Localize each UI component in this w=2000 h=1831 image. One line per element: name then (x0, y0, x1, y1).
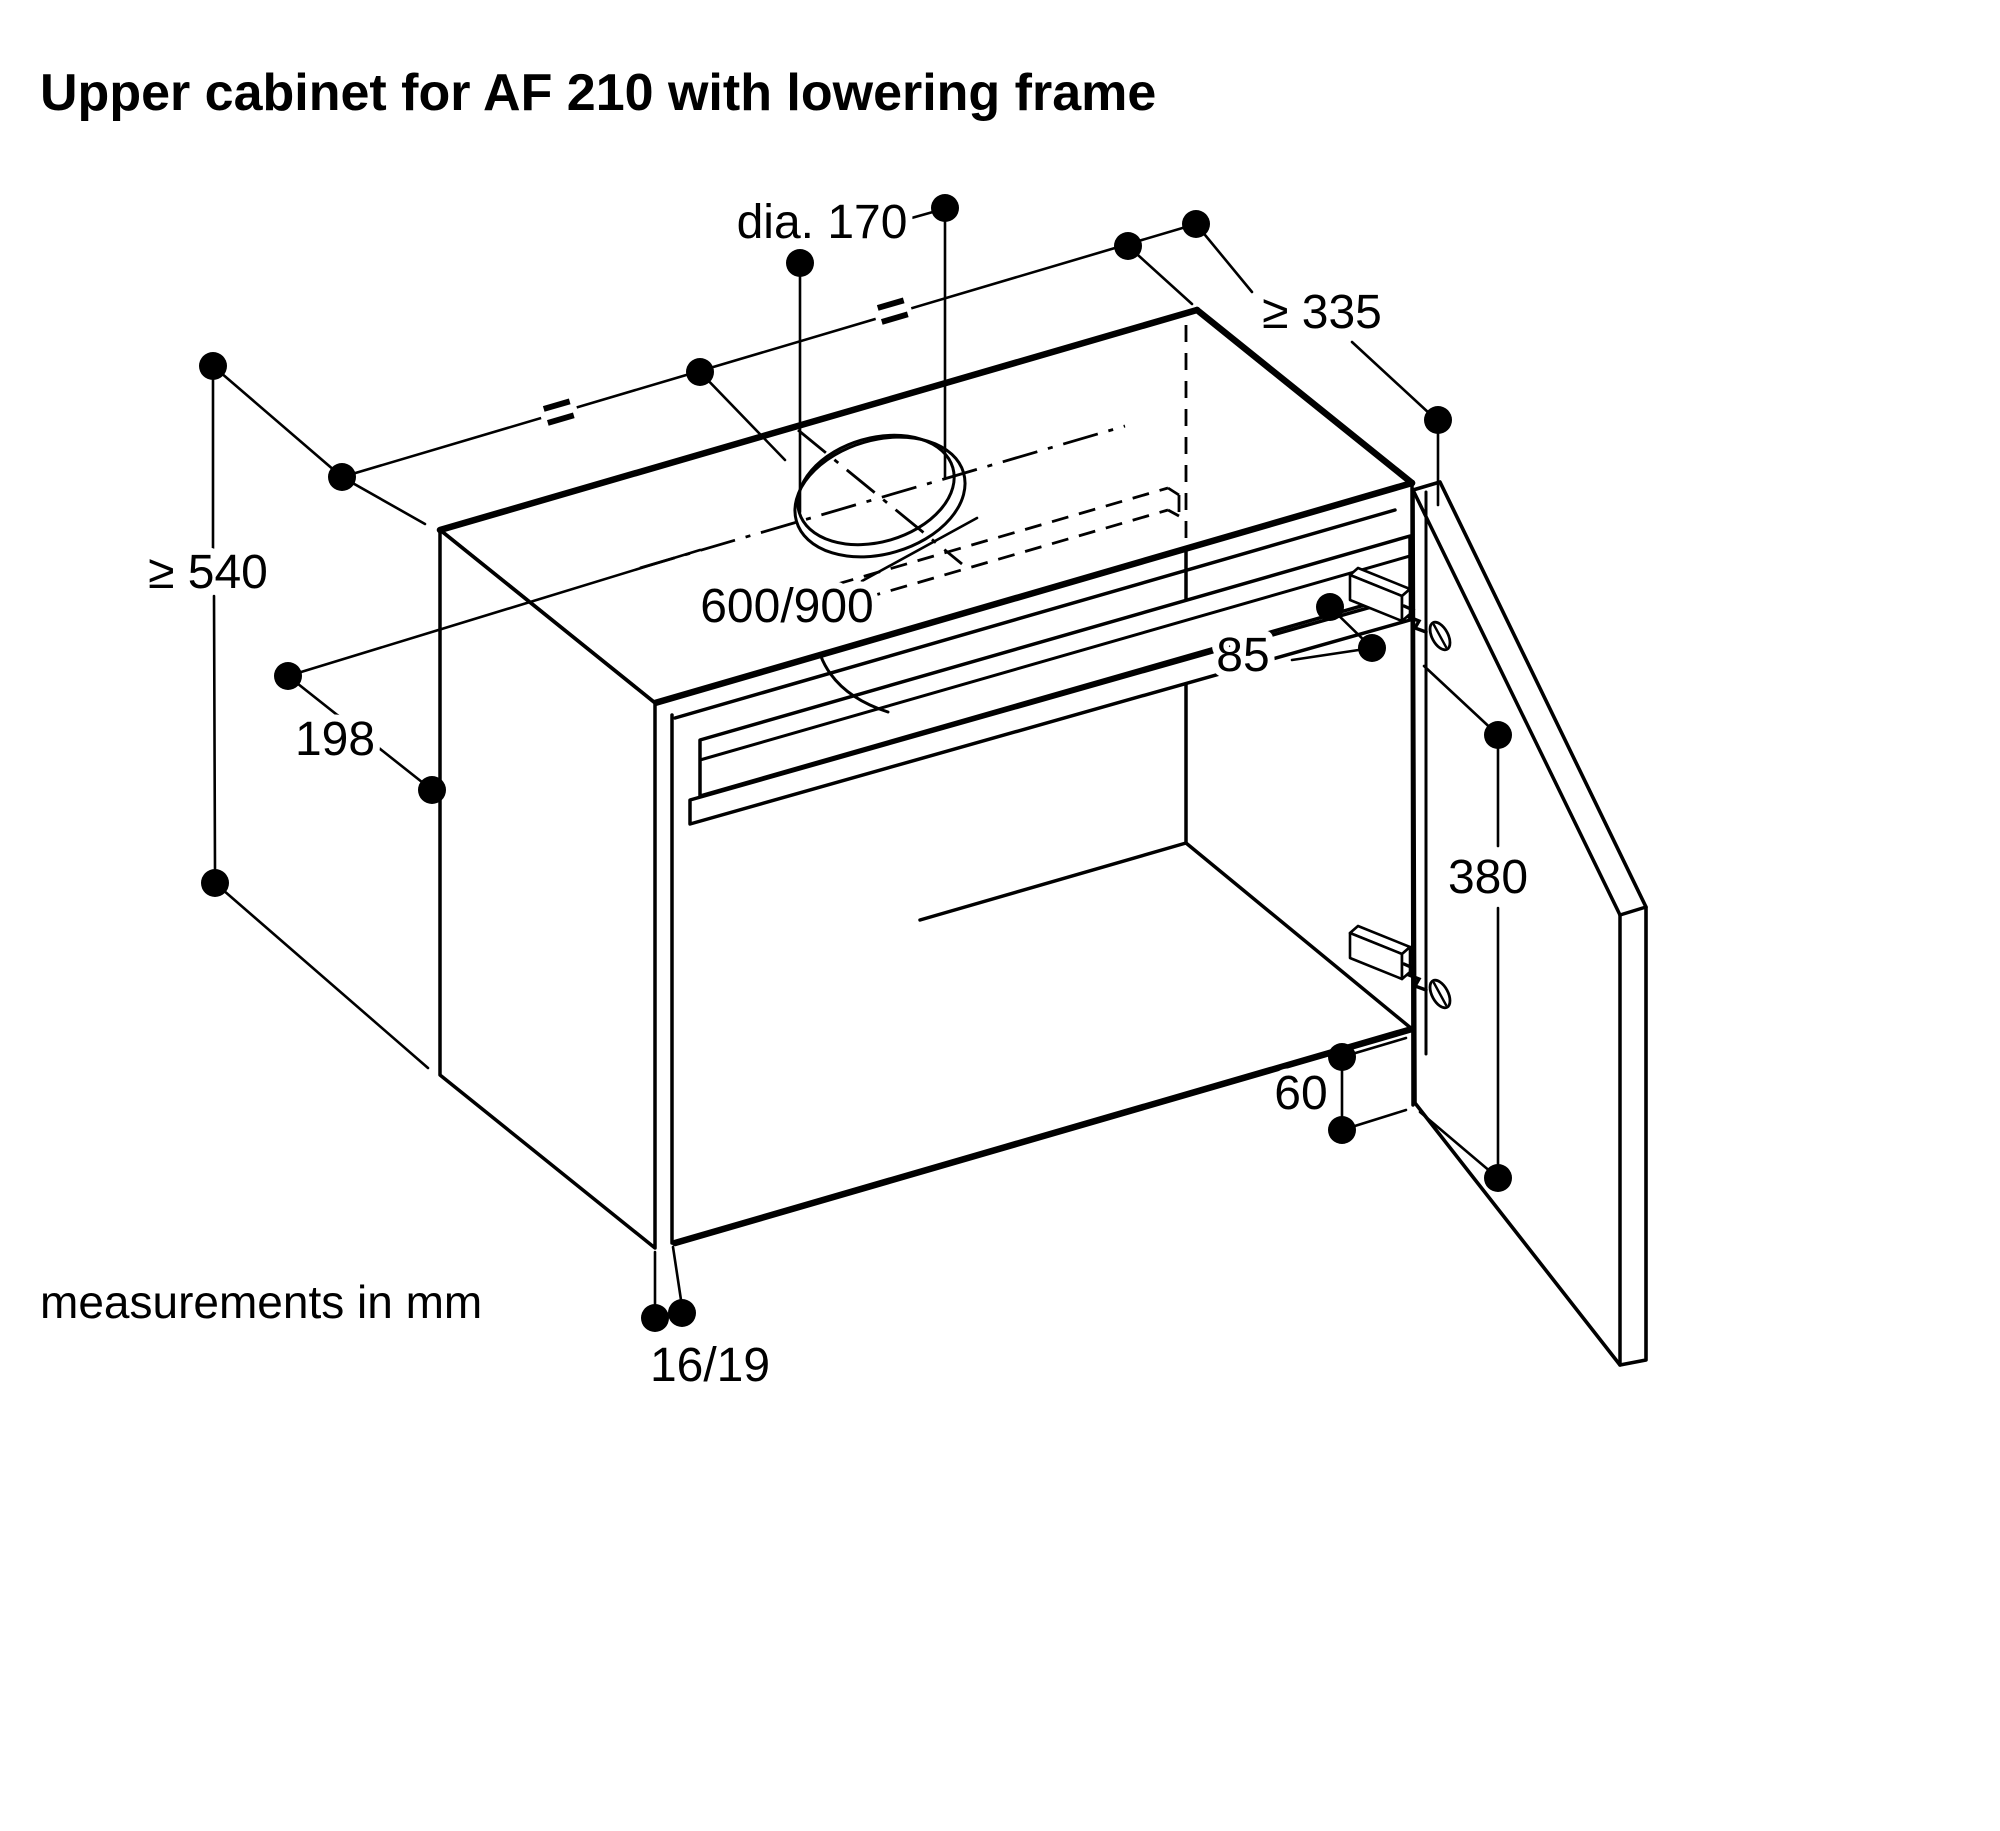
dimension-dot (274, 662, 302, 690)
label-hole-diameter: dia. 170 (737, 196, 908, 249)
upper-screw-slot (1432, 623, 1448, 649)
dimension-dot (418, 776, 446, 804)
label-panel-thickness: 16/19 (650, 1339, 770, 1392)
frame-rail-upper-arris (698, 554, 1412, 762)
lower-hinge-screw (1402, 962, 1428, 992)
dimension-dot (1328, 1043, 1356, 1071)
dim-hole-diameter (786, 194, 959, 514)
dim-bottom-offset (1328, 1036, 1408, 1144)
top-right-edge (1193, 306, 1416, 487)
page-title: Upper cabinet for AF 210 with lowering f… (40, 64, 1156, 122)
upper-hinge-screw (1402, 604, 1428, 634)
lower-screw-head-icon (1428, 978, 1452, 1010)
label-cabinet-width: 600/900 (700, 580, 874, 633)
left-side-panel (438, 528, 657, 1250)
dimension-dot (686, 358, 714, 386)
label-equal-left: = (535, 379, 582, 445)
interior-bottom-front-edge (671, 1025, 1416, 1247)
hidden-frame-outline (808, 486, 1181, 616)
door-top-arris (1411, 488, 1622, 917)
dimension-dot (328, 463, 356, 491)
dimension-dot (786, 249, 814, 277)
dim-min-height (199, 352, 430, 1070)
top-back-edge (436, 306, 1201, 534)
lower-screw-slot (1432, 981, 1448, 1007)
upper-hinge (1348, 566, 1452, 652)
left-panel-face (438, 528, 657, 1250)
door-panel (1411, 480, 1648, 1367)
dimension-dot (641, 1304, 669, 1332)
hole-centerline-width (639, 424, 1126, 570)
label-hinge-span: 380 (1448, 851, 1528, 904)
dimension-dot (1182, 210, 1210, 238)
dimension-dot (199, 352, 227, 380)
label-back-offset: 198 (295, 713, 375, 766)
dimension-dot (1316, 593, 1344, 621)
top-panel-underside-edge (673, 508, 1397, 720)
label-min-height: ≥ 540 (148, 546, 268, 599)
door-outline (1411, 480, 1648, 1367)
dim-back-offset (274, 548, 702, 804)
label-min-clearance: ≥ 335 (1262, 286, 1382, 339)
dimension-dot (1114, 232, 1142, 260)
label-equal-right: = (869, 278, 916, 344)
dimension-dot (931, 194, 959, 222)
dim-equal-spacing (328, 210, 1254, 491)
top-front-edge (651, 479, 1416, 707)
label-bottom-offset: 60 (1274, 1067, 1327, 1120)
upper-screw-head-icon (1428, 620, 1452, 652)
interior-bottom-back-edge (918, 841, 1188, 922)
frame-rail-lower (688, 594, 1412, 826)
dimension-dot (1328, 1116, 1356, 1144)
dimension-dot (1358, 634, 1386, 662)
door-corner-edge (1618, 905, 1648, 917)
units-note: measurements in mm (40, 1276, 482, 1328)
dimension-dot (1484, 1164, 1512, 1192)
dim-width-leader (860, 516, 979, 583)
dimension-dot (201, 869, 229, 897)
dimension-dot (1424, 406, 1452, 434)
label-frame-offset: 85 (1216, 629, 1269, 682)
dim-min-clearance (1350, 340, 1452, 507)
dim-frame-offset (1290, 593, 1386, 662)
dimension-dot (668, 1299, 696, 1327)
dim-panel-thickness (641, 1245, 696, 1332)
interior-bottom-right-edge (1184, 841, 1414, 1031)
lower-hinge (1348, 924, 1452, 1010)
dimension-dot (1484, 721, 1512, 749)
dimensions (199, 194, 1512, 1332)
dim-hinge-span (1418, 664, 1512, 1192)
